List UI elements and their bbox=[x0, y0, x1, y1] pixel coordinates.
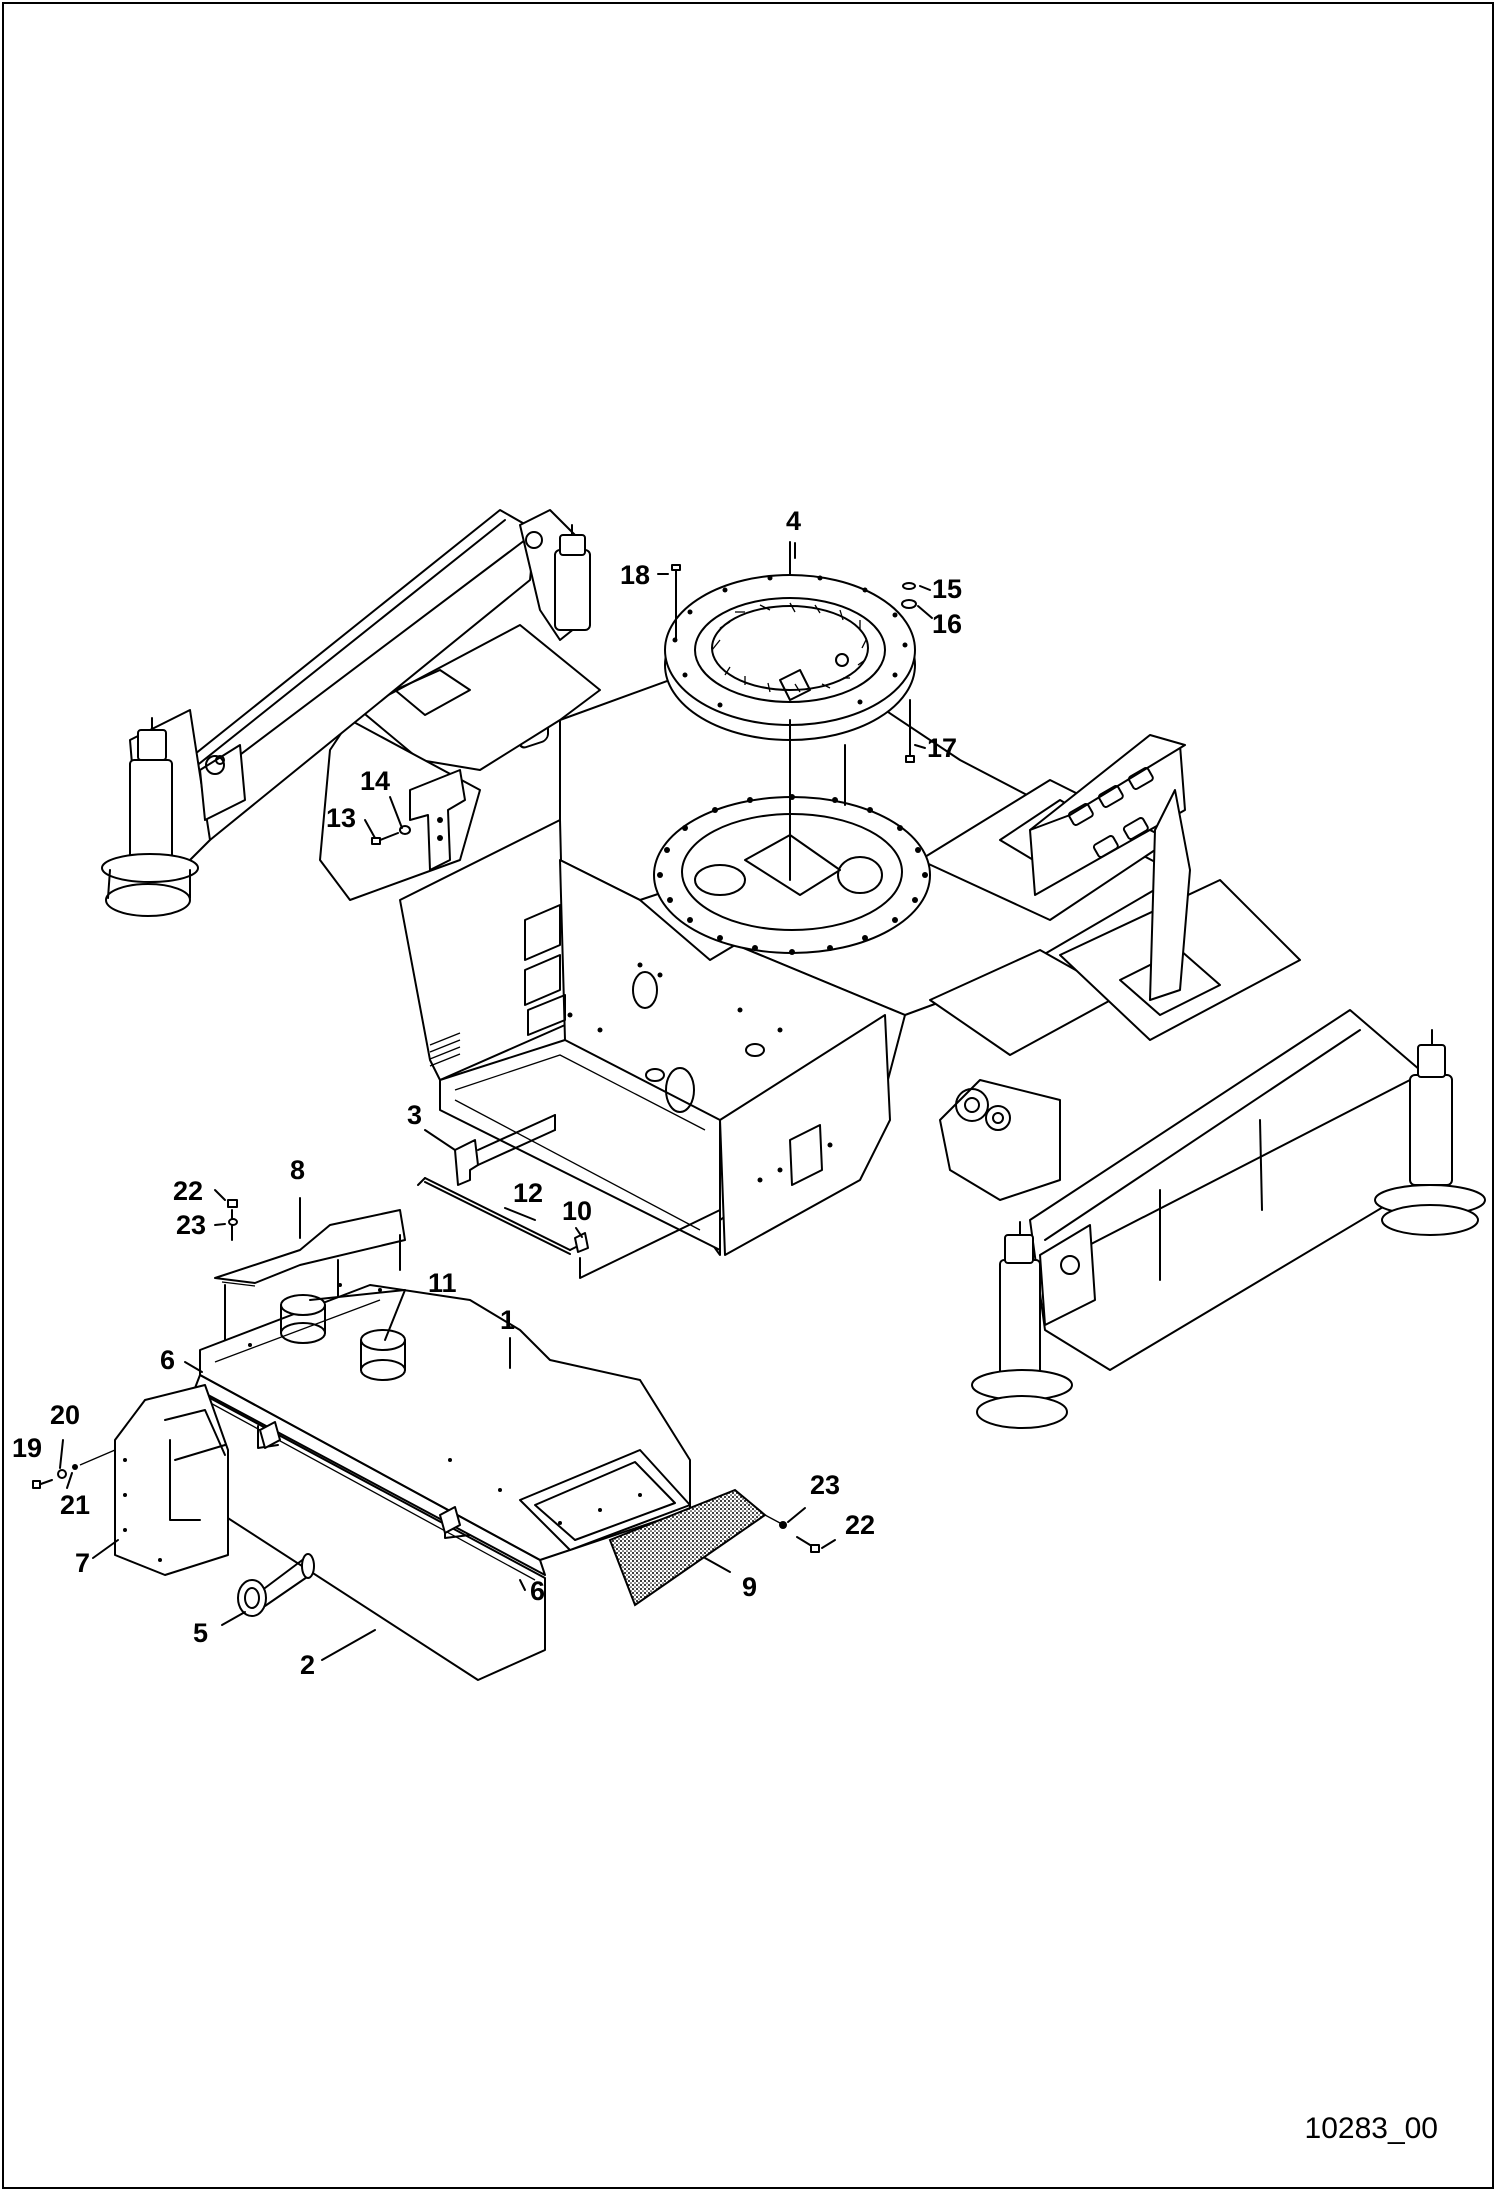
side-door-7 bbox=[114, 1384, 229, 1576]
clip-10 bbox=[574, 1209, 721, 1279]
callout-20: 20 bbox=[50, 1400, 81, 1430]
callout-2: 2 bbox=[300, 1650, 316, 1680]
callout-5: 5 bbox=[193, 1618, 209, 1648]
callout-9: 9 bbox=[742, 1572, 758, 1602]
bracket-14 bbox=[371, 769, 466, 871]
fastener-19-20-21 bbox=[32, 1449, 116, 1489]
callout-15: 15 bbox=[932, 574, 963, 604]
left-outrigger-arm bbox=[101, 509, 591, 917]
callout-7: 7 bbox=[75, 1548, 91, 1578]
callout-21: 21 bbox=[60, 1490, 91, 1520]
callout-19: 19 bbox=[12, 1433, 43, 1463]
callout-16: 16 bbox=[932, 609, 963, 639]
latch-3 bbox=[454, 1114, 556, 1186]
frame-bearing-mount bbox=[653, 794, 931, 955]
callout-23-right: 23 bbox=[810, 1470, 841, 1500]
rod-12 bbox=[417, 1177, 581, 1255]
callout-11: 11 bbox=[428, 1268, 457, 1298]
callout-3: 3 bbox=[407, 1100, 423, 1130]
right-outrigger-arm bbox=[971, 1009, 1486, 1429]
callout-18: 18 bbox=[620, 560, 651, 590]
callout-6-left: 6 bbox=[160, 1345, 176, 1375]
callout-6-right: 6 bbox=[530, 1576, 546, 1606]
leader-lines bbox=[59, 542, 933, 1661]
figure-number: 10283_00 bbox=[1304, 2112, 1438, 2145]
fastener-22-23-right bbox=[764, 1514, 820, 1553]
slewing-ring bbox=[664, 541, 916, 881]
nut-15-washer-16 bbox=[901, 582, 917, 609]
callout-22-right: 22 bbox=[845, 1510, 876, 1540]
bolt-18 bbox=[671, 564, 681, 641]
callout-8: 8 bbox=[290, 1155, 306, 1185]
callout-14: 14 bbox=[360, 766, 391, 796]
fuel-cap-5 bbox=[237, 1553, 315, 1617]
callout-1: 1 bbox=[500, 1305, 516, 1335]
hood-1 bbox=[194, 1283, 691, 1576]
callout-12: 12 bbox=[513, 1178, 544, 1208]
callout-10: 10 bbox=[562, 1196, 593, 1226]
callout-17: 17 bbox=[927, 733, 958, 763]
callout-4: 4 bbox=[786, 506, 802, 536]
bolt-17 bbox=[905, 699, 915, 763]
cover-plate-8 bbox=[214, 1199, 406, 1341]
callout-22-top: 22 bbox=[173, 1176, 204, 1206]
callout-23-top: 23 bbox=[176, 1210, 207, 1240]
callout-13: 13 bbox=[326, 803, 357, 833]
hinge-6-right bbox=[439, 1506, 461, 1534]
hinge-6-left bbox=[259, 1421, 281, 1449]
